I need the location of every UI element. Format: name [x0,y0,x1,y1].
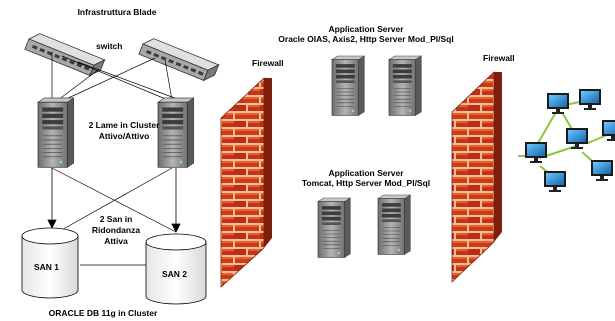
monitor-icon [547,93,569,114]
server-icon [377,194,411,255]
switch-label: switch [96,41,122,51]
monitor-icon [566,128,588,149]
monitor-icon [579,89,601,110]
database-icon [21,227,79,299]
server-icon [331,55,365,116]
monitor-icon [525,142,547,163]
san-redundancy-line1: 2 San in [100,214,133,224]
app-tomcat-line1: Application Server [328,168,404,178]
server-icon [157,97,195,168]
app-oracle-line1: Application Server [328,24,404,34]
san2-label: SAN 2 [162,269,187,279]
san1-label: SAN 1 [34,262,59,272]
monitor-icon [602,120,615,141]
database-icon [145,233,207,305]
arrows [47,168,181,233]
switch-icon [24,33,106,77]
san-redundancy-line3: Attiva [104,236,128,246]
cluster-label-line2: Attivo/Attivo [99,131,150,141]
firewall-icon [451,71,502,283]
app-oracle-line2: Oracle OIAS, Axis2, Http Server Mod_Pl/S… [278,34,453,44]
server-icon [388,55,422,116]
firewall-left-label: Firewall [252,58,284,68]
app-tomcat-line2: Tomcat, Http Server Mod_Pl/Sql [302,178,430,188]
monitor-icon [591,160,613,181]
cluster-label-line1: 2 Lame in Cluster [89,120,161,130]
server-icon [317,197,351,258]
san-redundancy-line2: Ridondanza [92,225,140,235]
blade-footer: ORACLE DB 11g in Cluster [49,308,158,318]
blade-title: Infrastruttura Blade [78,7,157,17]
switch-icon [138,38,220,82]
server-icon [37,97,75,168]
connection-lines [51,52,181,266]
monitor-icon [544,171,566,192]
firewall-icon [220,77,272,288]
firewall-right-label: Firewall [483,53,515,63]
